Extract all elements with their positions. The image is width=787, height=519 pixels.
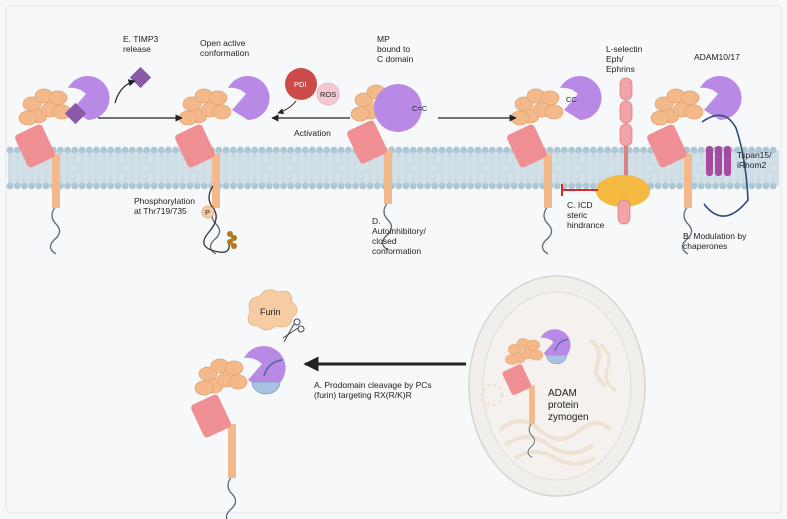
label-autoinhibitory: D. Autoinhibitory/ closed conformation [372, 216, 426, 256]
adam-cc [507, 76, 602, 255]
figure-frame [5, 5, 782, 514]
cell-membrane [6, 146, 779, 190]
label-ros: ROS [320, 90, 337, 99]
label-l-selectin: L-selectin Eph/ Ephrins [606, 44, 643, 74]
timp3-release-arrow [114, 79, 136, 104]
l-selectin-ephrin [596, 77, 650, 225]
label-timp3-release: E. TIMP3 release [123, 34, 159, 54]
label-modulation: B. Modulation by chaperones [683, 231, 747, 251]
label-activation: Activation [294, 128, 331, 138]
scissors-icon [282, 318, 305, 343]
label-cc: CC [566, 95, 577, 104]
adam1017-tspan [647, 76, 742, 255]
furin-enzyme [247, 289, 298, 331]
label-adam1017: ADAM10/17 [694, 52, 740, 62]
adam-open-active [175, 76, 270, 255]
phosphate-circle [201, 205, 215, 219]
label-pdi: PDI [294, 80, 307, 89]
label-open-active: Open active conformation [200, 38, 250, 58]
label-furin: Furin [260, 307, 281, 317]
label-tspan: Tspan15/ iRhom2 [737, 150, 772, 170]
label-zymogen: ADAM protein zymogen [548, 388, 589, 423]
adam-prodomain-bound [191, 346, 286, 519]
label-p: P [205, 208, 211, 217]
label-icd: C. ICD steric hindrance [567, 200, 605, 230]
label-phosphorylation: Phosphorylation at Thr719/735 [134, 196, 195, 216]
phospho-tail [203, 185, 230, 253]
cell-background [468, 275, 646, 497]
tspan15-irhom2 [701, 114, 749, 217]
pdi-circle [285, 68, 317, 100]
adam-timp3-bound [15, 76, 110, 255]
label-prodomain: A. Prodomain cleavage by PCs (furin) tar… [314, 380, 432, 400]
label-mp-bound: MP bound to C domain [377, 34, 414, 64]
adam-zymogen [502, 329, 571, 458]
label-cc-bond: C=C [412, 104, 428, 113]
phospho-beads [227, 231, 237, 249]
ros-circle [316, 82, 340, 106]
adam-autoinhibitory [347, 84, 422, 251]
pdi-arrow [277, 100, 297, 115]
